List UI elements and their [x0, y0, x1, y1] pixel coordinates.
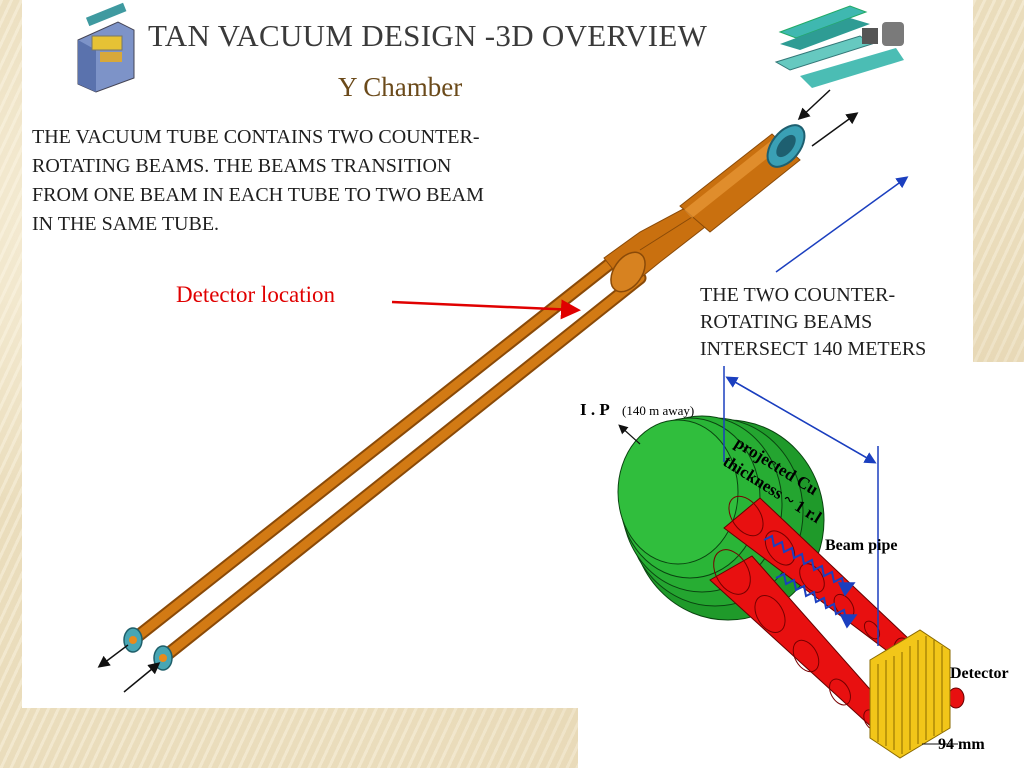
cu-thickness-dimension [723, 366, 879, 646]
intersect-text: THE TWO COUNTER- ROTATING BEAMS INTERSEC… [700, 284, 927, 360]
slide-subtitle: Y Chamber [338, 72, 463, 102]
ip-distance-label: (140 m away) [622, 403, 695, 418]
beam-pipe-label: Beam pipe [825, 537, 898, 554]
lower-left-panel [22, 362, 578, 708]
detector-block [869, 629, 951, 759]
copper-absorber-cylinder [617, 415, 825, 621]
beam-direction-arrow-out [811, 112, 859, 147]
tan-assembly-thumbnail-right [774, 5, 904, 88]
detector-location-label: Detector location [176, 282, 336, 307]
tube-exit-arrow [97, 644, 129, 668]
beam-direction-arrow-in [797, 89, 831, 121]
y-chamber-transition [603, 199, 715, 293]
tan-assembly-thumbnail-left [77, 2, 135, 93]
detector-width-label: 94 mm [938, 736, 985, 753]
tube-entry-arrow [123, 662, 161, 693]
intersect-pointer-arrow [775, 176, 909, 273]
twin-beam-tubes [126, 255, 647, 665]
ip-label: I . P [580, 400, 610, 419]
detector-label: Detector [950, 665, 1009, 682]
single-beam-tube [679, 124, 806, 233]
description-text: THE VACUUM TUBE CONTAINS TWO COUNTER- RO… [32, 126, 484, 235]
particle-shower-waves [763, 534, 858, 629]
detector-location-arrow [391, 299, 581, 320]
ip-direction-arrow [618, 424, 641, 445]
slide-title: TAN VACUUM DESIGN -3D OVERVIEW [148, 18, 708, 53]
